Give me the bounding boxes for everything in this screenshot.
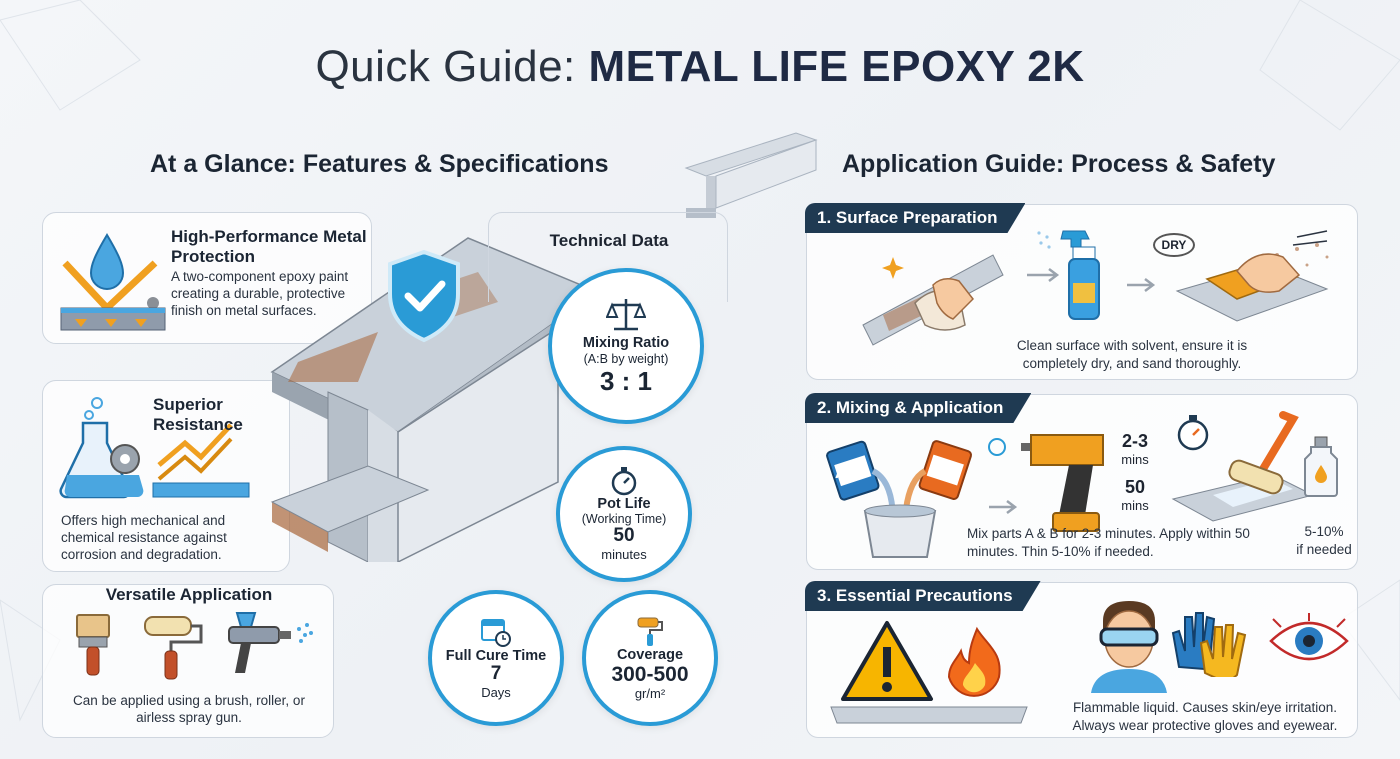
mixing-cans-bucket-icon bbox=[826, 440, 973, 558]
water-drop-shield-icon bbox=[60, 233, 166, 331]
feature-card-protection: High-Performance Metal Protection A two-… bbox=[42, 212, 372, 344]
thinning-note: 5-10% if needed bbox=[1289, 523, 1359, 558]
step-mixing-application: 2. Mixing & Application A B 2-3 mins 50 … bbox=[806, 394, 1358, 570]
feature-text-protection: A two-component epoxy paint creating a d… bbox=[171, 269, 349, 318]
balance-scale-icon bbox=[606, 299, 646, 331]
time-1-value: 2-3 bbox=[1121, 431, 1148, 451]
technical-data-heading: Technical Data bbox=[549, 231, 669, 250]
metal-cleaning-icon bbox=[862, 254, 1004, 346]
page-title: Quick Guide: METAL LIFE EPOXY 2K bbox=[0, 42, 1400, 92]
step-1-text: Clean surface with solvent, ensure it is… bbox=[1016, 338, 1248, 371]
arrow-right-icon-1 bbox=[1027, 268, 1060, 282]
time-2-unit: mins bbox=[1121, 498, 1149, 513]
can-b-label: B bbox=[939, 467, 951, 484]
roller-application-icon bbox=[1171, 411, 1315, 522]
cure-time-unit: Days bbox=[481, 685, 511, 701]
roller-icon bbox=[637, 617, 663, 646]
paint-brush-icon bbox=[76, 614, 110, 676]
solvent-spray-bottle-icon bbox=[1037, 230, 1100, 320]
sanding-block-icon bbox=[1175, 230, 1329, 322]
pot-life-sub: (Working Time) bbox=[581, 512, 667, 527]
paint-roller-icon bbox=[144, 616, 203, 680]
step-1-tab: 1. Surface Preparation bbox=[805, 203, 1025, 233]
flask-gear-chart-icon bbox=[59, 397, 250, 499]
title-product: METAL LIFE EPOXY 2K bbox=[588, 42, 1085, 91]
step-2-text: Mix parts A & B for 2-3 minutes. Apply w… bbox=[967, 526, 1250, 559]
cure-time-value: 7 bbox=[490, 663, 502, 685]
pot-life-circle: Pot Life (Working Time) 50 minutes bbox=[556, 446, 692, 582]
pot-life-value: 50 bbox=[613, 525, 635, 547]
mixing-ratio-circle: Mixing Ratio (A:B by weight) 3 : 1 bbox=[548, 268, 704, 424]
technical-data-panel: Technical Data bbox=[488, 212, 728, 302]
coverage-title: Coverage bbox=[616, 646, 684, 663]
coverage-value: 300-500 bbox=[611, 663, 689, 687]
can-a-label: A bbox=[835, 465, 847, 482]
time-1-unit: mins bbox=[1121, 452, 1149, 467]
feature-title-resistance: Superior Resistance bbox=[153, 395, 243, 434]
left-section-heading: At a Glance: Features & Specifications bbox=[150, 150, 609, 178]
feature-text-resistance: Offers high mechanical and chemical resi… bbox=[61, 513, 227, 562]
right-section-heading: Application Guide: Process & Safety bbox=[842, 150, 1276, 178]
step-3-text: Flammable liquid. Causes skin/eye irrita… bbox=[1072, 700, 1338, 733]
step-2-tab: 2. Mixing & Application bbox=[805, 393, 1031, 423]
step-surface-preparation: 1. Surface Preparation DRY Clean surface… bbox=[806, 204, 1358, 380]
pot-life-unit: minutes bbox=[601, 547, 647, 563]
feature-text-application: Can be applied using a brush, roller, or… bbox=[73, 693, 305, 725]
calendar-clock-icon bbox=[481, 618, 511, 647]
timing-readout: 2-3 mins 50 mins bbox=[1113, 431, 1157, 513]
coverage-circle: Coverage 300-500 gr/m² bbox=[582, 590, 718, 726]
feature-title-protection: High-Performance Metal Protection bbox=[171, 227, 367, 266]
coverage-unit: gr/m² bbox=[634, 686, 666, 702]
shield-check-icon bbox=[388, 249, 460, 343]
thinner-bottle-icon bbox=[1304, 436, 1338, 497]
cure-time-title: Full Cure Time bbox=[445, 647, 547, 664]
safety-goggles-person-icon bbox=[1091, 601, 1167, 693]
thinning-percent: 5-10% bbox=[1304, 524, 1344, 539]
protective-gloves-icon bbox=[1171, 612, 1247, 677]
mixing-ratio-sub: (A:B by weight) bbox=[583, 351, 669, 366]
feature-title-application: Versatile Application bbox=[105, 585, 273, 604]
feature-card-application: Versatile Application Can be applied usi… bbox=[42, 584, 334, 738]
thinning-if-needed: if needed bbox=[1296, 541, 1352, 557]
mixing-ratio-title: Mixing Ratio bbox=[582, 335, 670, 352]
title-prefix: Quick Guide: bbox=[315, 42, 576, 91]
spray-gun-icon bbox=[228, 612, 313, 673]
dry-label: DRY bbox=[1153, 233, 1195, 257]
stopwatch-icon bbox=[611, 466, 637, 495]
small-steel-beam-icon bbox=[684, 132, 818, 218]
step-3-tab: 3. Essential Precautions bbox=[805, 581, 1041, 611]
eye-irritation-icon bbox=[1269, 613, 1349, 661]
mixing-ratio-value: 3 : 1 bbox=[599, 365, 653, 396]
step-essential-precautions: 3. Essential Precautions Flammable liqui… bbox=[806, 582, 1358, 738]
arrow-right-icon-2 bbox=[1127, 278, 1156, 292]
cure-time-circle: Full Cure Time 7 Days bbox=[428, 590, 564, 726]
time-2-value: 50 bbox=[1124, 477, 1146, 497]
pot-life-title: Pot Life bbox=[597, 495, 651, 512]
warning-fire-icon bbox=[830, 621, 1028, 724]
power-drill-icon bbox=[988, 434, 1104, 532]
feature-card-resistance: Superior Resistance Offers high mechanic… bbox=[42, 380, 290, 572]
